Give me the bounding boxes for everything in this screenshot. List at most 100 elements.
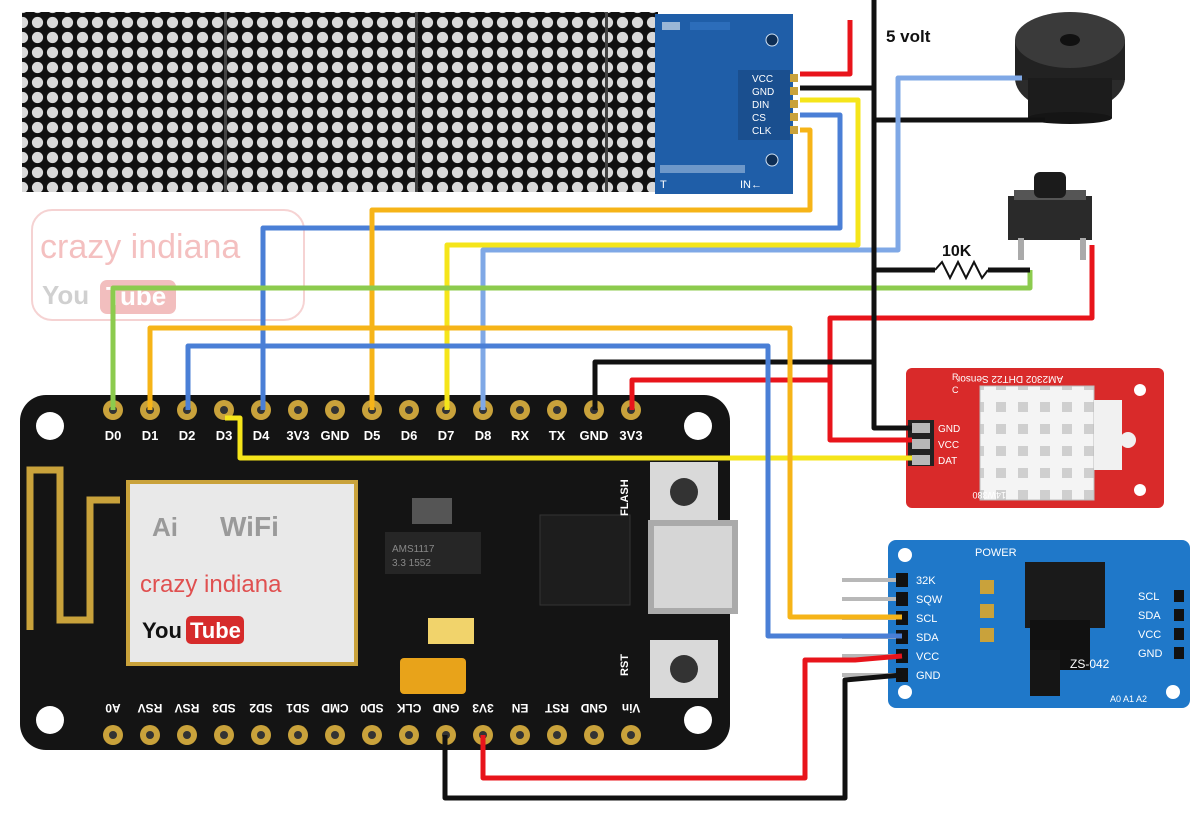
- dot-matrix-pin-pad: [790, 74, 798, 82]
- rtc-left-pin-label: SCL: [916, 613, 937, 625]
- dot-matrix-pin-clk: CLK: [752, 126, 772, 137]
- rtc-left-pin-label: SDA: [916, 632, 939, 644]
- nodemcu-pin-label-d4: D4: [253, 428, 270, 443]
- nodemcu-pin-label-sd0: SD0: [360, 701, 384, 715]
- nodemcu-pin-label-a0: A0: [105, 701, 121, 715]
- nodemcu-pin-label-gnd: GND: [580, 428, 609, 443]
- resistor-10k: 10K: [934, 243, 989, 281]
- ai-logo-text: Ai: [152, 512, 178, 542]
- wire-green-7: [110, 270, 1033, 410]
- nodemcu-pin-label-sd3: SD3: [212, 701, 236, 715]
- dht22-pin-gnd: [912, 423, 930, 433]
- wire-yellow-14: [225, 415, 912, 461]
- resistor-value-label: 10K: [942, 243, 972, 260]
- rtc-right-pin-label: SCL: [1138, 591, 1159, 603]
- wire-power-13: [629, 377, 830, 410]
- nodemcu-pin-label-gnd: GND: [321, 428, 350, 443]
- buzzer: [1015, 12, 1125, 124]
- regulator-sublabel: 3.3 1552: [392, 558, 431, 569]
- dot-matrix-pin-vcc: VCC: [752, 74, 773, 85]
- rtc-right-pin-label: VCC: [1138, 629, 1161, 641]
- nodemcu-pin-label-3v3: 3V3: [286, 428, 309, 443]
- dht22-sensor-grille: [979, 385, 1095, 501]
- dot-matrix-pin-pad: [790, 126, 798, 134]
- rtc-left-pin-label: VCC: [916, 651, 939, 663]
- regulator-label: AMS1117: [392, 544, 435, 555]
- nodemcu-pin-label-sd2: SD2: [249, 701, 273, 715]
- tantalum-capacitor: [400, 658, 466, 694]
- nodemcu-pin-label-rsv: RSV: [175, 701, 200, 715]
- dot-matrix-pin-pad: [790, 87, 798, 95]
- rtc-left-pin-label: GND: [916, 670, 941, 682]
- dht22-pin-label: VCC: [938, 440, 959, 451]
- push-button: [1008, 172, 1092, 260]
- rtc-left-pin-vcc: [842, 654, 902, 658]
- nodemcu-pin-label-3v3: 3V3: [619, 428, 642, 443]
- wire-orange-6: [369, 127, 813, 410]
- flash-label: FLASH: [619, 479, 631, 516]
- dot-matrix-header: [738, 70, 790, 140]
- wire-blue-16: [185, 343, 902, 639]
- nodemcu-pin-label-d5: D5: [364, 428, 381, 443]
- wire-ground-12: [592, 359, 874, 410]
- wire-power-0: [800, 20, 853, 77]
- nodemcu-pin-label-gnd: GND: [580, 701, 607, 715]
- supply-voltage-label: 5 volt: [886, 27, 931, 46]
- dht22-pin-label: DAT: [938, 456, 957, 467]
- rtc-right-pin-label: SDA: [1138, 610, 1161, 622]
- nodemcu-pin-label-tx: TX: [549, 428, 566, 443]
- rtc-address-label: A0 A1 A2: [1110, 694, 1147, 704]
- dht22-pin-dat: [912, 455, 930, 465]
- wire-ground-11: [871, 0, 912, 431]
- dot-matrix-pin-pad: [790, 100, 798, 108]
- dht22-code: 14W380: [972, 490, 1006, 500]
- dot-matrix-pin-pad: [790, 113, 798, 121]
- dht22-title: AM2302 DHT22 Sensor: [956, 373, 1063, 384]
- nodemcu-pin-label-d3: D3: [216, 428, 233, 443]
- wire-ground-18: [442, 672, 903, 801]
- dht22-c-label: C: [952, 385, 959, 395]
- wire-orange-15: [147, 325, 902, 620]
- dht22-sensor: AM2302 DHT22 Sensor GND VCC DAT 14W380 R C: [906, 368, 1164, 508]
- watermark-channel-text: crazy indiana: [40, 228, 240, 266]
- wire-power-10: [827, 245, 1095, 443]
- dot-matrix-pin-din: DIN: [752, 100, 769, 111]
- nodemcu-pin-label-d1: D1: [142, 428, 159, 443]
- nodemcu-pin-label-clk: CLK: [396, 701, 421, 715]
- dht22-pin-vcc: [912, 439, 930, 449]
- led-matrix-display: [22, 12, 658, 192]
- flash-button: [670, 478, 698, 506]
- wires: [110, 0, 1095, 801]
- nodemcu-pin-label-d7: D7: [438, 428, 455, 443]
- nodemcu-pin-label-sd1: SD1: [286, 701, 310, 715]
- nodemcu-pin-label-rst: RST: [544, 701, 569, 715]
- rtc-left-pin-gnd: [842, 673, 902, 677]
- dot-matrix-out-marking: T: [660, 179, 667, 191]
- dht22-r-label: R: [952, 372, 959, 382]
- nodemcu-pin-label-cmd: CMD: [321, 701, 349, 715]
- dht22-pin-label: GND: [938, 424, 960, 435]
- rtc-right-pin-label: GND: [1138, 648, 1163, 660]
- rtc-left-pin-32k: [842, 578, 902, 582]
- nodemcu-board: Ai WiFi crazy indiana You Tube AMS1117 3…: [20, 395, 738, 750]
- nodemcu-pin-label-d6: D6: [401, 428, 418, 443]
- dot-matrix-pin-cs: CS: [752, 113, 766, 124]
- nodemcu-pin-label-rx: RX: [511, 428, 529, 443]
- nodemcu-pin-label-rsv: RSV: [138, 701, 163, 715]
- nodemcu-pin-label-d2: D2: [179, 428, 196, 443]
- dot-matrix-in-marking: IN←: [740, 179, 762, 191]
- rtc-model-label: ZS-042: [1070, 657, 1110, 671]
- nodemcu-pin-label-vin: Vin: [622, 701, 640, 715]
- watermark-you-text: You: [42, 280, 89, 310]
- wifi-logo-text: WiFi: [220, 511, 279, 542]
- esp-watermark-you: You: [142, 618, 182, 643]
- nodemcu-pin-label-d8: D8: [475, 428, 492, 443]
- rst-label: RST: [619, 654, 631, 676]
- rtc-left-pin-sqw: [842, 597, 902, 601]
- rtc-left-pin-label: 32K: [916, 575, 936, 587]
- rtc-ds3231-module: POWER ZS-042 A0 A1 A2 32KSQWSCLSDAVCCGND…: [842, 540, 1190, 708]
- esp-watermark-tube: Tube: [190, 618, 241, 643]
- nodemcu-pin-label-gnd: GND: [432, 701, 459, 715]
